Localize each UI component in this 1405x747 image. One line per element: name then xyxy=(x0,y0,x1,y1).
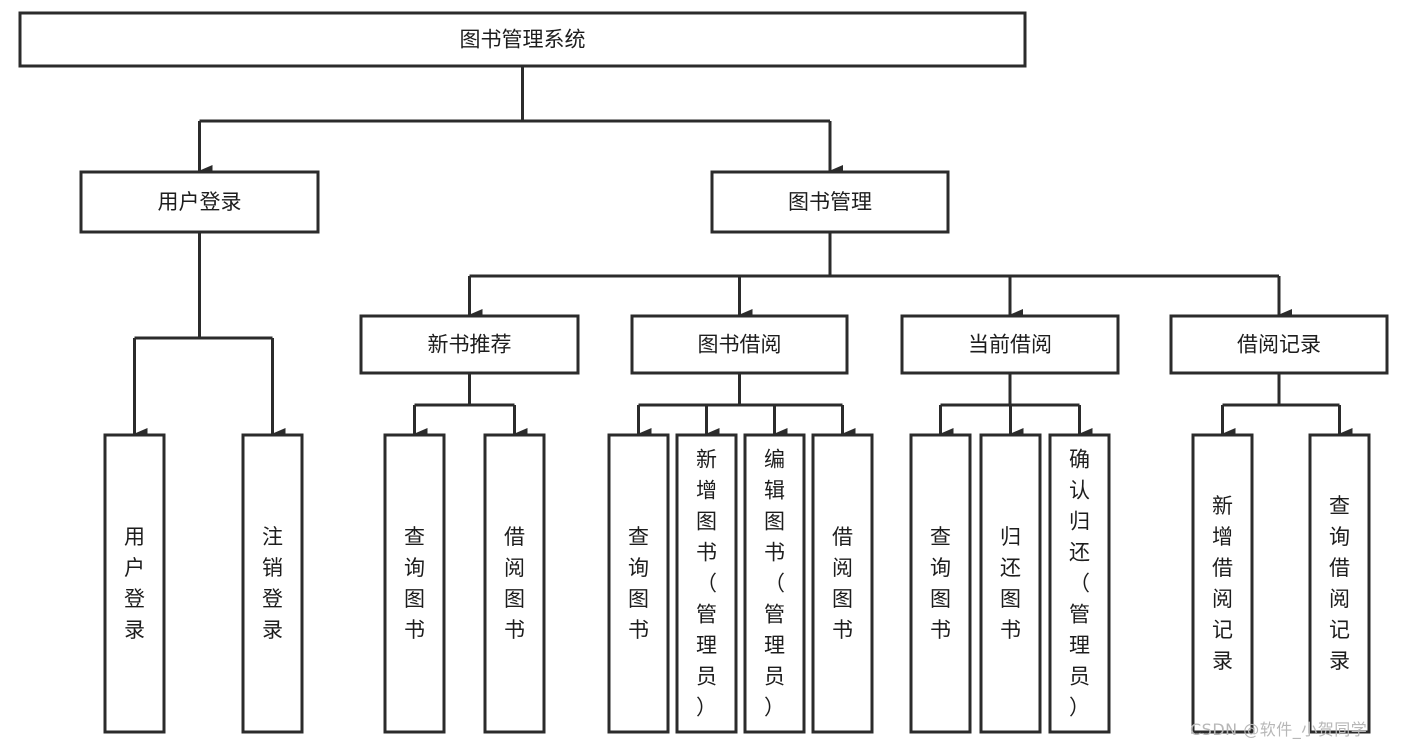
node-box xyxy=(483,433,546,734)
node-leaf-add-record[interactable]: 新增借阅记录 xyxy=(1191,433,1254,734)
node-box xyxy=(79,170,320,234)
node-label: 图书借阅 xyxy=(698,333,782,357)
node-label: 借阅记录 xyxy=(1237,333,1321,357)
node-box xyxy=(607,433,670,734)
node-label: 注销登录 xyxy=(262,525,283,642)
node-leaf-borrow-book[interactable]: 借阅图书 xyxy=(811,433,874,734)
node-box xyxy=(909,433,972,734)
node-box xyxy=(979,433,1042,734)
node-book-borrow[interactable]: 图书借阅 xyxy=(630,314,849,375)
connector-new-book-rec xyxy=(413,373,528,440)
connector-current-borrow xyxy=(939,373,1093,440)
node-box xyxy=(630,314,849,375)
node-label: 新增借阅记录 xyxy=(1212,494,1233,673)
node-box xyxy=(1308,433,1371,734)
node-user-login[interactable]: 用户登录 xyxy=(79,170,320,234)
node-box xyxy=(1169,314,1389,375)
node-root[interactable]: 图书管理系统 xyxy=(18,11,1027,68)
node-label: 借阅图书 xyxy=(504,525,525,642)
node-label: 查询借阅记录 xyxy=(1329,494,1350,673)
node-borrow-record[interactable]: 借阅记录 xyxy=(1169,314,1389,375)
node-leaf-user-login[interactable]: 用户登录 xyxy=(103,433,166,734)
node-box xyxy=(383,433,446,734)
node-leaf-query-book-rec[interactable]: 查询图书 xyxy=(383,433,446,734)
connector-borrow-record xyxy=(1221,373,1353,440)
connector-book-manage xyxy=(468,232,1292,321)
node-leaf-edit-book[interactable]: 编辑图书（管理员） xyxy=(743,433,806,734)
node-box xyxy=(1191,433,1254,734)
node-leaf-confirm-return[interactable]: 确认归还（管理员） xyxy=(1048,433,1111,734)
node-box xyxy=(359,314,580,375)
node-label: 编辑图书（管理员） xyxy=(764,448,785,720)
node-label: 用户登录 xyxy=(124,525,145,642)
node-box xyxy=(241,433,304,734)
node-leaf-query-book-current[interactable]: 查询图书 xyxy=(909,433,972,734)
node-label: 查询图书 xyxy=(404,525,425,642)
watermark-text: CSDN @软件_小贺同学 xyxy=(1190,720,1368,739)
node-label: 新书推荐 xyxy=(428,333,512,357)
connector-layer xyxy=(133,66,1353,440)
node-label: 借阅图书 xyxy=(832,525,853,642)
node-leaf-query-record[interactable]: 查询借阅记录 xyxy=(1308,433,1371,734)
node-box xyxy=(743,433,806,734)
box-layer: 图书管理系统用户登录图书管理新书推荐图书借阅当前借阅借阅记录用户登录注销登录查询… xyxy=(18,11,1389,734)
node-box xyxy=(900,314,1120,375)
node-current-borrow[interactable]: 当前借阅 xyxy=(900,314,1120,375)
node-leaf-query-book-borrow[interactable]: 查询图书 xyxy=(607,433,670,734)
node-label: 图书管理 xyxy=(788,190,872,214)
node-new-book-rec[interactable]: 新书推荐 xyxy=(359,314,580,375)
node-leaf-borrow-book-rec[interactable]: 借阅图书 xyxy=(483,433,546,734)
node-label: 查询图书 xyxy=(930,525,951,642)
connector-book-borrow xyxy=(637,373,856,440)
node-leaf-return-book[interactable]: 归还图书 xyxy=(979,433,1042,734)
node-label: 确认归还（管理员） xyxy=(1069,448,1090,720)
node-box xyxy=(103,433,166,734)
node-box xyxy=(710,170,950,234)
node-box xyxy=(811,433,874,734)
node-label: 新增图书（管理员） xyxy=(696,448,717,720)
connector-user-login xyxy=(133,232,286,440)
node-leaf-add-book[interactable]: 新增图书（管理员） xyxy=(675,433,738,734)
node-label: 当前借阅 xyxy=(968,333,1052,357)
node-label: 用户登录 xyxy=(158,190,242,214)
node-label: 归还图书 xyxy=(1000,525,1021,642)
node-box xyxy=(18,11,1027,68)
node-box xyxy=(1048,433,1111,734)
node-label: 查询图书 xyxy=(628,525,649,642)
node-book-manage[interactable]: 图书管理 xyxy=(710,170,950,234)
node-label: 图书管理系统 xyxy=(460,28,586,52)
connector-root xyxy=(198,66,843,177)
node-box xyxy=(675,433,738,734)
node-leaf-user-logout[interactable]: 注销登录 xyxy=(241,433,304,734)
